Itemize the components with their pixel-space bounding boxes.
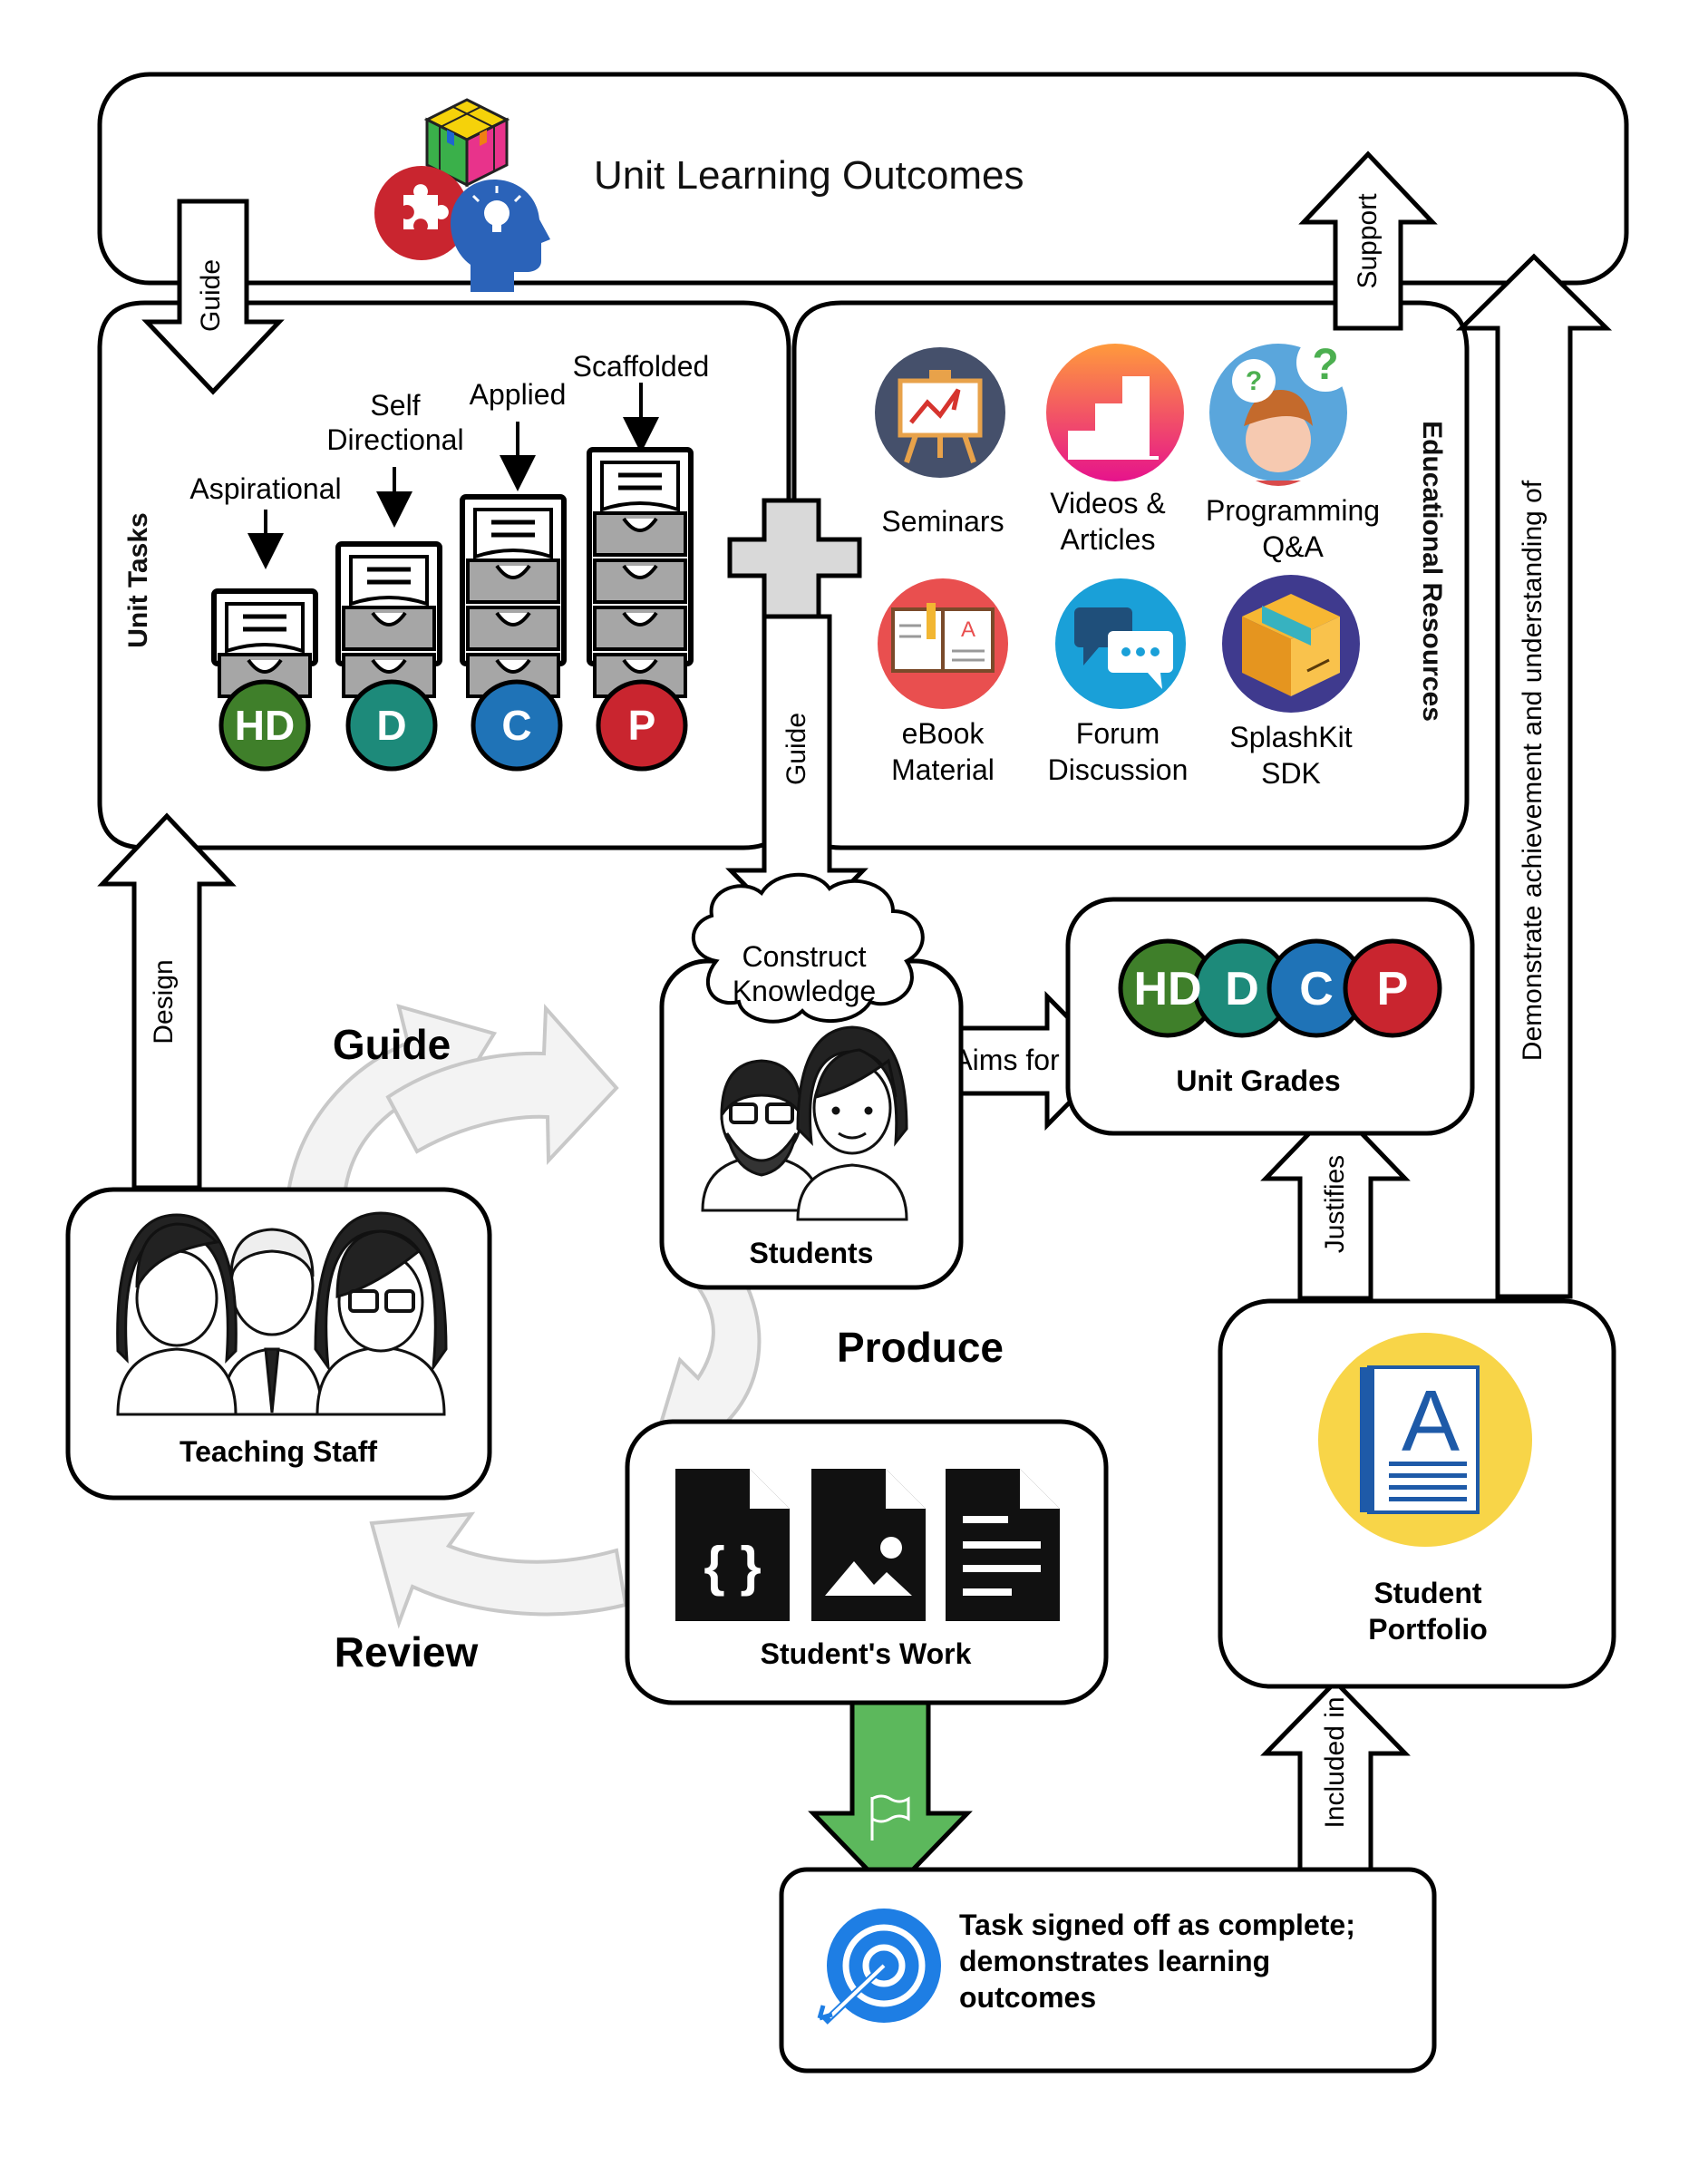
included-in-label: Included in: [1320, 1696, 1350, 1828]
educational-resources-heading: Educational Resources: [1417, 421, 1447, 722]
resource-label-programming-2: Q&A: [1262, 530, 1324, 563]
target-icon: [817, 1909, 941, 2025]
tier-grade-circles: HD D C P: [218, 679, 688, 772]
drawer-stacks: [211, 447, 694, 698]
guide-top-arrow: [141, 199, 285, 395]
svg-text:A: A: [961, 617, 975, 642]
unit-tasks-heading: Unit Tasks: [123, 512, 153, 648]
unit-grade-label: HD: [1133, 963, 1201, 1015]
lightbulb-head-icon: [451, 180, 550, 292]
tier-label-scaffolded: Scaffolded: [573, 350, 710, 383]
drawer: [466, 558, 560, 604]
unit-grades-label: Unit Grades: [1176, 1064, 1340, 1097]
thought-cloud: Construct Knowledge: [692, 872, 925, 1024]
ebook-icon: A: [878, 578, 1008, 709]
tier-label-self: Self: [370, 389, 420, 422]
resource-label-splashkit-2: SDK: [1261, 757, 1321, 790]
question-person-icon: ? ?: [1209, 334, 1354, 486]
tier-grade-label: C: [501, 702, 531, 749]
unit-grade-label: C: [1299, 963, 1334, 1015]
construct-line1: Construct: [742, 940, 867, 973]
svg-text:{ }: { }: [704, 1536, 761, 1597]
aims-for-label: Aims for: [953, 1044, 1060, 1076]
justifies-label: Justifies: [1320, 1155, 1350, 1253]
cycle-arrow-review: [369, 1511, 628, 1629]
cycle-label-guide: Guide: [333, 1021, 451, 1068]
guide-mid-label: Guide: [781, 713, 811, 785]
guide-top-label: Guide: [196, 259, 226, 332]
cycle-label-review: Review: [335, 1628, 479, 1675]
resource-label-programming-1: Programming: [1206, 494, 1380, 527]
tier-grade-label: D: [376, 702, 406, 749]
tier-label-aspirational: Aspirational: [189, 472, 341, 505]
unit-grade-p: [1343, 938, 1442, 1038]
tier-grade-label: HD: [235, 702, 295, 749]
tier-label-directional: Directional: [326, 423, 463, 456]
chat-bubbles-icon: [1055, 578, 1186, 709]
teaching-staff-avatar: [116, 1211, 448, 1416]
design-label: Design: [149, 959, 179, 1044]
students-label: Students: [750, 1237, 874, 1269]
svg-text:?: ?: [1246, 366, 1262, 396]
portfolio-icon: A: [1318, 1333, 1532, 1547]
portfolio-line2: Portfolio: [1368, 1613, 1488, 1646]
tier-grade-hd: [218, 679, 311, 772]
portfolio-line1: Student: [1373, 1577, 1481, 1609]
stairs-icon: [1046, 344, 1184, 481]
design-arrow: [97, 812, 237, 1190]
students-work-label: Student's Work: [761, 1637, 972, 1670]
unit-grade-label: D: [1225, 963, 1259, 1015]
signoff-box: [779, 1867, 1437, 2074]
drawer-stack-3: [460, 494, 567, 698]
image-file-icon: [811, 1469, 926, 1621]
rubiks-cube-icon: [423, 98, 510, 188]
svg-text:?: ?: [1312, 341, 1338, 389]
tier-grade-c: [471, 679, 563, 772]
demonstrate-label: Demonstrate achievement and understandin…: [1518, 480, 1548, 1061]
drawer-stack-4: [587, 447, 694, 698]
unit-grade-label: P: [1377, 963, 1409, 1015]
tier-grade-p: [596, 679, 688, 772]
construct-line2: Knowledge: [733, 975, 876, 1007]
cycle-arrow-guide-2: [385, 1003, 619, 1165]
flag-icon: [870, 1794, 910, 1841]
signoff-line2: demonstrates learning: [959, 1945, 1270, 1977]
resource-label-forum-2: Discussion: [1048, 753, 1189, 786]
cycle-label-produce: Produce: [837, 1324, 1004, 1371]
signoff-line1: Task signed off as complete;: [959, 1909, 1355, 1941]
puzzle-icon: [374, 166, 469, 260]
svg-text:A: A: [1402, 1373, 1460, 1470]
support-label: Support: [1353, 193, 1383, 289]
resource-label-ebook-2: Material: [891, 753, 995, 786]
package-icon: [1222, 575, 1360, 713]
resource-label-seminars: Seminars: [881, 505, 1004, 538]
resource-label-videos-2: Articles: [1061, 523, 1156, 556]
tier-grade-label: P: [628, 702, 656, 749]
demonstrate-arrow: [1455, 253, 1613, 1299]
resource-label-ebook-1: eBook: [902, 717, 985, 750]
drawer-stack-2: [335, 541, 442, 698]
cycle-arrows: [286, 1003, 762, 1629]
code-file-icon: { }: [675, 1469, 790, 1621]
easel-icon: [875, 347, 1005, 478]
learning-outcomes-title: Unit Learning Outcomes: [594, 153, 1024, 198]
drawer: [342, 606, 436, 651]
resource-label-videos-1: Videos &: [1050, 487, 1166, 520]
teaching-staff-label: Teaching Staff: [180, 1435, 377, 1468]
included-in-arrow: [1260, 1678, 1411, 1872]
resource-label-forum-1: Forum: [1076, 717, 1160, 750]
students-avatar: [701, 1025, 908, 1221]
document-file-icon: [946, 1469, 1060, 1621]
resource-label-splashkit-1: SplashKit: [1229, 721, 1352, 753]
tier-grade-d: [345, 679, 438, 772]
tier-label-applied: Applied: [470, 378, 567, 411]
justifies-arrow: [1260, 1102, 1411, 1301]
support-arrow: [1298, 151, 1438, 331]
signoff-line3: outcomes: [959, 1981, 1096, 2014]
